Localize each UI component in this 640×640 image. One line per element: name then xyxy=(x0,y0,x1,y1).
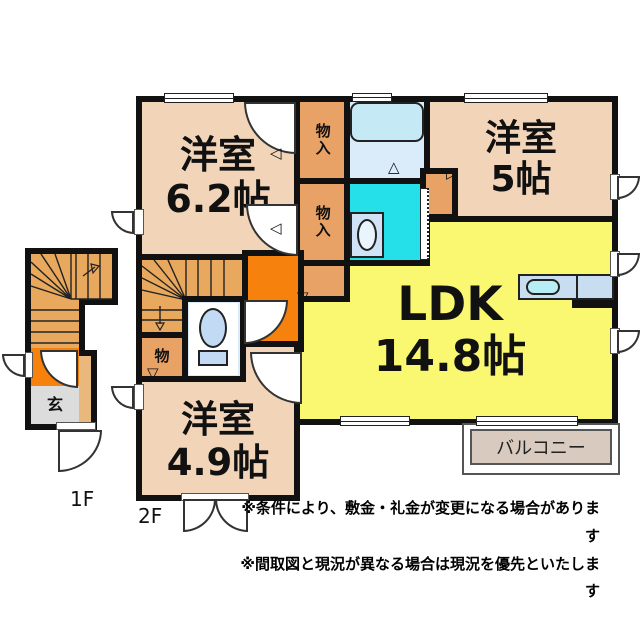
window-ldk-bottom-1 xyxy=(340,416,410,426)
door-gap-1f-front xyxy=(56,422,96,430)
slide-marker-closet-lower-icon: ◁ xyxy=(270,219,282,237)
window-top-west5 xyxy=(464,93,548,103)
door-gap-west49-left xyxy=(134,384,144,410)
notes: ※条件により、敷金・礼金が変更になる場合があります ※間取図と現況が異なる場合は… xyxy=(240,495,600,606)
door-west5-right xyxy=(617,176,640,199)
door-ldk-right-2 xyxy=(617,330,640,353)
room-ldk-label: LDK 14.8帖 xyxy=(310,255,590,405)
note-line-2: ※間取図と現況が異なる場合は現況を優先といたします xyxy=(240,554,600,601)
slide-marker-bath-icon: △ xyxy=(388,158,400,176)
toilet-bowl-icon xyxy=(199,308,227,348)
wall-kitchen-stub xyxy=(572,298,614,308)
door-west49-bottom-left-leaf xyxy=(183,499,216,532)
balcony-inner: バルコニー xyxy=(470,429,612,465)
toilet-tank-icon xyxy=(198,350,228,366)
balcony-label: バルコニー xyxy=(496,438,586,459)
note-line-1: ※条件により、敷金・礼金が変更になる場合があります xyxy=(241,499,600,545)
window-top-bath xyxy=(352,93,392,102)
floor-label-1f: 1F xyxy=(70,487,95,511)
entrance-genkan: 玄 xyxy=(31,386,79,424)
front-door-1f xyxy=(58,430,102,472)
entrance-label: 玄 xyxy=(46,394,63,414)
room-western-5-name: 洋室 xyxy=(484,117,557,159)
door-gap-west62-left xyxy=(134,209,144,235)
stairs-1f xyxy=(31,254,112,354)
floor-label-2f: 2F xyxy=(138,504,163,528)
closet-lower-label: 物入 xyxy=(313,205,332,239)
wall-ldk-right xyxy=(612,222,618,425)
storage-small: 物 xyxy=(136,332,188,382)
room-western-5-size: 5帖 xyxy=(490,159,552,200)
storage-small-label: 物 xyxy=(154,347,170,366)
door-west62-left xyxy=(111,211,134,234)
washbasin-bowl-icon xyxy=(357,219,377,251)
room-western-4-9-name: 洋室 xyxy=(181,398,255,442)
window-ldk-bottom-2 xyxy=(476,416,578,426)
room-western-4-9-size: 4.9帖 xyxy=(166,441,270,484)
closet-upper: 物入 xyxy=(294,96,350,184)
slide-marker-storage-icon: ▽ xyxy=(147,364,159,382)
folding-door-washroom xyxy=(420,188,429,260)
window-top-west62 xyxy=(164,93,234,103)
door-gap-1f-left xyxy=(25,352,33,378)
kitchen-counter-divider xyxy=(576,274,578,300)
door-ldk-right-1 xyxy=(617,253,640,276)
room-ldk-name: LDK xyxy=(397,276,503,332)
slide-marker-closet-upper-icon: ◁ xyxy=(270,144,282,162)
slide-marker-hall-icon: ▽ xyxy=(297,288,309,306)
closet-upper-label: 物入 xyxy=(313,123,332,157)
room-western-6-2-name: 洋室 xyxy=(179,133,256,178)
door-west49-left xyxy=(111,386,134,409)
stairs-1f-treads xyxy=(31,254,112,354)
slide-marker-alcove-icon: ▷ xyxy=(446,164,458,182)
entrance-side-strip xyxy=(79,356,91,424)
bathtub-icon xyxy=(350,102,424,142)
kitchen-sink-icon xyxy=(526,279,560,295)
wall-ldk-bottom xyxy=(294,419,618,425)
room-ldk-size: 14.8帖 xyxy=(373,330,527,382)
door-1f-left xyxy=(2,354,25,377)
